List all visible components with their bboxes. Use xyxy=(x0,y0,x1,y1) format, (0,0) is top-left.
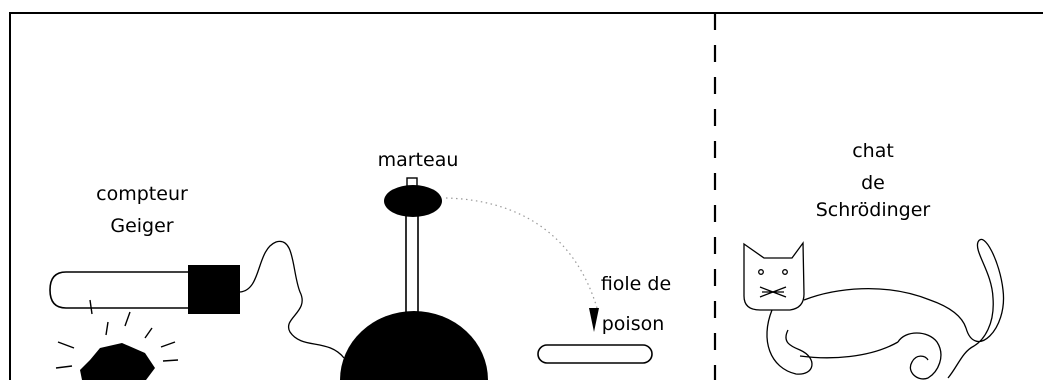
geiger-counter-icon xyxy=(50,265,240,314)
label-cat-line3: Schrödinger xyxy=(816,199,931,221)
label-cat-line1: chat xyxy=(852,140,894,162)
label-geiger-line1: compteur xyxy=(96,183,188,205)
label-cat-line2: de xyxy=(861,172,885,194)
cat-icon xyxy=(744,239,1004,378)
radioactive-source-icon xyxy=(56,300,178,380)
label-vial-line2: poison xyxy=(602,313,665,335)
hammer-icon xyxy=(384,178,442,314)
vial-icon xyxy=(538,345,652,363)
hammer-trajectory xyxy=(446,198,597,308)
label-vial-line1: fiole de xyxy=(601,273,671,295)
arrow-icon xyxy=(589,308,599,332)
wire xyxy=(240,241,344,358)
label-hammer: marteau xyxy=(378,149,459,171)
dome-base-icon xyxy=(340,311,488,380)
label-geiger-line2: Geiger xyxy=(110,215,173,237)
